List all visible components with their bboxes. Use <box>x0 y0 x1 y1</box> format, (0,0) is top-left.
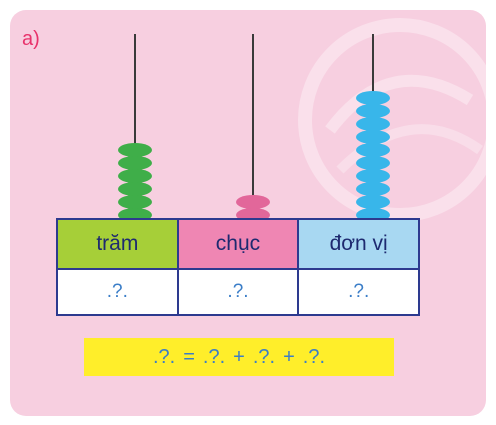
value-tram-blank[interactable]: .?. <box>56 268 179 316</box>
equation-term1-blank[interactable]: .?. <box>202 345 226 368</box>
abacus-bead-chuc <box>236 195 270 209</box>
abacus-bead-tram <box>118 156 152 170</box>
abacus <box>118 34 390 224</box>
abacus-rod-tram <box>134 34 136 224</box>
part-label: a) <box>22 28 40 50</box>
value-chuc-blank[interactable]: .?. <box>176 268 300 316</box>
abacus-bead-don_vi <box>356 104 390 118</box>
abacus-bead-don_vi <box>356 130 390 144</box>
equation-term2-blank[interactable]: .?. <box>252 345 276 368</box>
header-chuc: chục <box>176 218 300 270</box>
table-header-row: trăm chục đơn vị <box>56 218 420 270</box>
abacus-bead-don_vi <box>356 91 390 105</box>
abacus-bead-don_vi <box>356 117 390 131</box>
abacus-bead-tram <box>118 182 152 196</box>
equation-term3-blank[interactable]: .?. <box>302 345 326 368</box>
abacus-bead-tram <box>118 143 152 157</box>
place-value-table: trăm chục đơn vị .?. .?. .?. <box>56 218 420 316</box>
abacus-bead-tram <box>118 195 152 209</box>
header-tram: trăm <box>56 218 179 270</box>
abacus-bead-don_vi <box>356 182 390 196</box>
equals-sign: = <box>183 345 195 368</box>
table-value-row: .?. .?. .?. <box>56 268 420 316</box>
abacus-bead-don_vi <box>356 156 390 170</box>
plus-sign: + <box>283 345 295 368</box>
abacus-bead-don_vi <box>356 195 390 209</box>
abacus-bead-tram <box>118 169 152 183</box>
abacus-rod-chuc <box>252 34 254 224</box>
header-don-vi: đơn vị <box>297 218 420 270</box>
equation-result-blank[interactable]: .?. <box>152 345 176 368</box>
plus-sign: + <box>233 345 245 368</box>
value-don-vi-blank[interactable]: .?. <box>297 268 420 316</box>
abacus-bead-don_vi <box>356 169 390 183</box>
abacus-bead-don_vi <box>356 143 390 157</box>
expansion-equation: .?. = .?. + .?. + .?. <box>84 338 394 376</box>
